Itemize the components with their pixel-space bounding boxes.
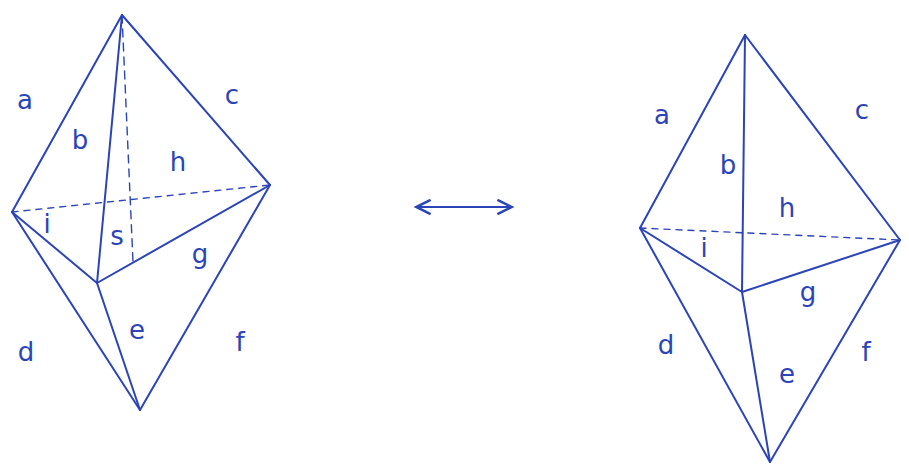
edge-label: i [700,235,707,261]
edge-label: h [779,195,795,221]
edge-label: s [110,223,124,249]
edge-label: a [17,87,33,113]
edge-label: c [855,97,869,123]
edge-label: g [800,279,817,305]
edge-label: h [170,149,186,175]
double-arrow [418,206,510,208]
edge-label: d [658,332,675,358]
edge-label: f [235,329,244,355]
edge-label: f [861,339,870,365]
edge-label: g [192,241,209,267]
edge-label: i [43,211,50,237]
edge-label: a [654,102,670,128]
right-bipyramid [640,35,900,462]
edge-label: c [225,82,239,108]
edge-label: d [18,339,35,365]
edge-label: e [129,317,145,343]
left-bipyramid [12,15,270,410]
edge-label: b [72,127,89,153]
edge-label: e [779,361,795,387]
edge-label: b [720,152,737,178]
